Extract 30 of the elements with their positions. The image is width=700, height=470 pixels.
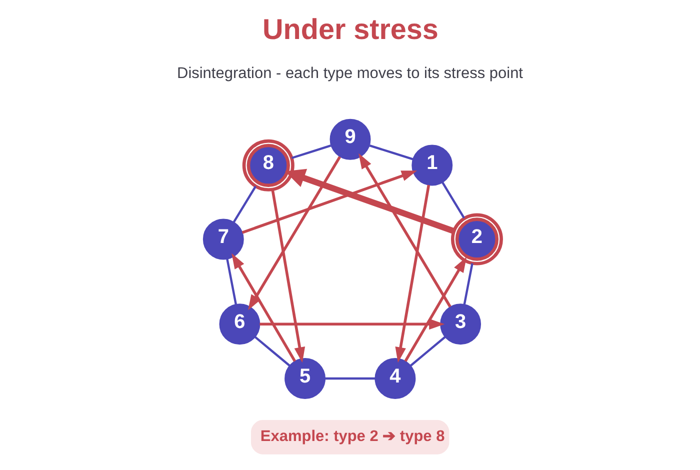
- connector: [369, 144, 414, 160]
- arrow: [260, 318, 445, 330]
- connector: [325, 377, 376, 380]
- arrow: [284, 168, 455, 234]
- node-circle: 3: [440, 304, 482, 345]
- connector: [463, 263, 474, 304]
- node-circle: 6: [219, 304, 260, 345]
- arrow: [242, 170, 418, 234]
- connector: [410, 336, 446, 367]
- node-circle: 4: [374, 358, 416, 399]
- node-circle: 7: [202, 218, 244, 260]
- label: Disintegration - each type moves to its stress point: [177, 64, 523, 82]
- connector: [254, 336, 290, 366]
- connector: [291, 144, 332, 160]
- label: Example: type 2 ➔ type 8: [260, 428, 445, 445]
- arrow: [358, 153, 452, 308]
- arrow: [271, 189, 306, 363]
- node-circle: 9: [330, 118, 371, 160]
- arrow: [232, 253, 296, 362]
- arrow: [248, 156, 342, 310]
- arrow: [404, 256, 467, 362]
- connector: [442, 182, 465, 219]
- node-circle: 5: [284, 358, 326, 399]
- node-circle: 2: [450, 213, 503, 266]
- node-circle: 1: [412, 144, 453, 186]
- connector: [226, 258, 238, 305]
- connector: [232, 186, 257, 223]
- node-circle: 8: [242, 139, 294, 192]
- diagram-title: Under stress: [262, 14, 438, 46]
- arrow: [395, 184, 430, 363]
